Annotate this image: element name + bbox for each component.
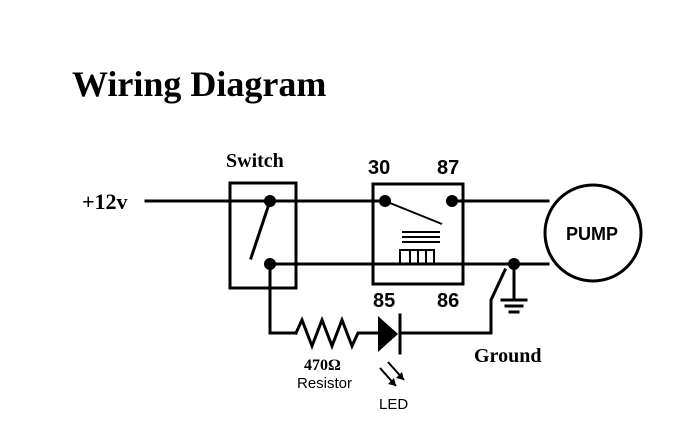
relay-coil-icon <box>371 182 465 286</box>
resistor-label: Resistor <box>297 375 352 392</box>
led-label: LED <box>379 396 408 413</box>
supply-label: +12v <box>82 189 128 214</box>
resistor-value-label: 470Ω <box>304 357 341 374</box>
switch-to-resistor-wire <box>268 262 298 335</box>
pin-30-label: 30 <box>368 157 390 179</box>
pin-87-label: 87 <box>437 157 459 179</box>
resistor-icon <box>294 315 380 351</box>
ground-symbol-icon <box>500 258 528 314</box>
page-title: Wiring Diagram <box>72 64 326 104</box>
pump-motor-icon <box>543 183 643 283</box>
pin-86-label: 86 <box>437 290 459 312</box>
pin-85-label: 85 <box>373 290 395 312</box>
spst-switch-icon <box>228 181 298 290</box>
led-diode-icon <box>378 313 405 387</box>
ground-return-wire <box>398 268 507 335</box>
ground-label: Ground <box>474 345 541 367</box>
pump-label: PUMP <box>566 224 618 244</box>
switch-label: Switch <box>226 150 284 172</box>
